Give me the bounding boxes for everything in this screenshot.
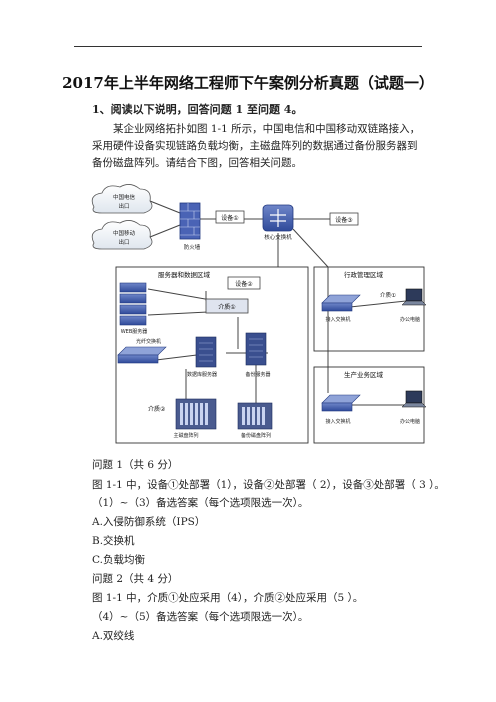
- cloud-mobile-label1: 中国移动: [113, 229, 136, 237]
- page-title: 2017年上半年网络工程师下午案例分析真题（试题一）: [62, 74, 434, 92]
- production-area-label: 生产业务区域: [344, 370, 384, 379]
- aggregation-switch-icon: [205, 298, 249, 314]
- admin-area-label: 行政管理区域: [344, 270, 384, 279]
- backup-array-label: 备份磁盘阵列: [241, 432, 271, 439]
- intro-paragraph: 某企业网络拓扑如图 1-1 所示，中国电信和中国移动双链路接入，采用硬件设备实现…: [92, 123, 421, 169]
- server-area-label: 服务器和数据区域: [158, 270, 211, 279]
- db-server-label: 数据库服务器: [187, 371, 217, 378]
- q1-text: 图 1-1 中，设备①处部署（1），设备②处部署（ 2），设备③处部署（ 3 ）…: [92, 479, 445, 491]
- main-disk-array-icon: 主磁盘阵列: [173, 398, 217, 439]
- section-heading: 1、阅读以下说明，回答问题 1 至问题 4。: [92, 103, 303, 116]
- device3-box: [329, 212, 359, 226]
- q2-option-a: A.双绞线: [92, 630, 135, 642]
- production-access-switch-icon: 接入交换机: [321, 394, 361, 425]
- firewall-label: 防火墙: [184, 243, 201, 251]
- q1-option-b: B.交换机: [92, 535, 135, 547]
- server-area-box: [115, 266, 309, 444]
- device3-label: 设备③: [335, 216, 352, 224]
- device1-label: 设备①: [221, 214, 238, 222]
- core-switch-icon: 核心交换机: [262, 204, 294, 241]
- cloud-telecom-label1: 中国电信: [113, 193, 136, 201]
- fc-switch-label: 光纤交换机: [136, 338, 161, 345]
- main-array-label: 主磁盘阵列: [173, 432, 198, 439]
- core-switch-label: 核心交换机: [264, 233, 292, 241]
- admin-access-switch-label: 接入交换机: [325, 316, 350, 323]
- admin-laptop-icon: 办公电脑: [400, 288, 427, 323]
- db-server-icon: 数据库服务器: [187, 336, 217, 378]
- cloud-mobile: 中国移动 出口: [91, 220, 153, 250]
- backup-server-label: 备份服务器: [245, 371, 270, 378]
- web-server-icon: WEB服务器: [119, 282, 148, 335]
- production-access-switch-label: 接入交换机: [325, 418, 350, 425]
- device2-box: [227, 276, 261, 290]
- web-server-label: WEB服务器: [121, 328, 148, 335]
- medium1-label: 介质①: [218, 303, 235, 311]
- backup-server-icon: 备份服务器: [245, 332, 271, 378]
- cloud-telecom-label2: 出口: [118, 202, 129, 210]
- header-rule: [74, 46, 422, 47]
- admin-area-box: [313, 266, 425, 352]
- admin-pc-label: 办公电脑: [400, 316, 420, 323]
- backup-disk-array-icon: 备份磁盘阵列: [237, 402, 273, 439]
- device1-box: [215, 210, 245, 224]
- medium2-label: 介质②: [148, 405, 166, 413]
- q1-header: 问题 1（共 6 分）: [92, 459, 179, 471]
- q1-note: （1）~（3）备选答案（每个选项限选一次）。: [92, 497, 309, 509]
- network-topology-diagram: 中国电信 出口 中国移动 出口 防火墙 设备① 核心交换机 设备③ 服务器和数据…: [91, 184, 427, 444]
- cloud-mobile-label2: 出口: [118, 238, 129, 246]
- q1-option-a: A.入侵防御系统（IPS）: [92, 516, 206, 528]
- q2-header: 问题 2（共 4 分）: [92, 573, 179, 585]
- firewall-icon: 防火墙: [179, 202, 201, 251]
- production-pc-label: 办公电脑: [400, 418, 420, 425]
- device2-label: 设备②: [235, 280, 253, 288]
- cloud-telecom: 中国电信 出口: [91, 184, 153, 214]
- admin-medium-label: 介质①: [380, 291, 396, 299]
- q2-note: （4）~（5）备选答案（每个选项限选一次）。: [92, 611, 309, 623]
- fiber-switch-icon: 光纤交换机: [117, 338, 167, 364]
- q2-text: 图 1-1 中，介质①处应采用（4），介质②处应采用（5 ）。: [92, 592, 364, 604]
- q1-option-c: C.负载均衡: [92, 554, 145, 566]
- admin-access-switch-icon: 接入交换机: [321, 294, 361, 323]
- production-laptop-icon: 办公电脑: [400, 390, 427, 425]
